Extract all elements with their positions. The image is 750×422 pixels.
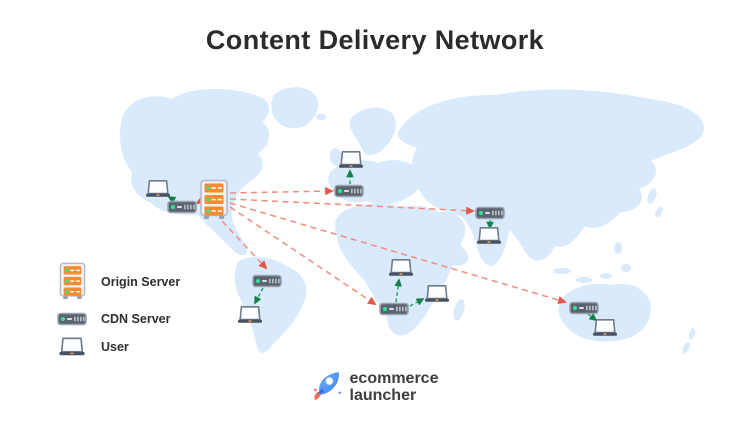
cdn-server-node: [569, 301, 599, 315]
user-node: [338, 151, 364, 169]
cdn-server-node: [334, 184, 364, 198]
origin-to-cdn-link: [221, 220, 268, 270]
legend-item-cdn-server: CDN Server: [55, 312, 180, 326]
cdn-server-node: [167, 200, 197, 214]
rocket-icon: [312, 368, 343, 407]
brand-name: ecommerce launcher: [349, 370, 439, 404]
user-node: [476, 227, 502, 245]
legend: Origin Server CDN Server User: [55, 262, 180, 357]
brand-logo: ecommerce launcher: [0, 368, 750, 407]
user-node: [145, 180, 171, 198]
cdn-server-node: [252, 274, 282, 288]
legend-label: CDN Server: [101, 312, 171, 326]
user-node: [424, 284, 450, 303]
page-title: Content Delivery Network: [205, 25, 545, 55]
map-continents: [120, 87, 704, 354]
origin-server-icon: [55, 262, 89, 301]
origin-server-node: [200, 179, 228, 220]
origin-to-cdn-link: [229, 198, 475, 215]
origin-to-cdn-link: [229, 206, 377, 306]
legend-item-user: User: [55, 337, 180, 357]
brand-name-line2: launcher: [349, 386, 417, 404]
brand-name-line1: ecommerce: [349, 370, 439, 388]
cdn-server-node: [379, 302, 409, 316]
cdn-to-user-link: [409, 298, 425, 307]
user-node: [592, 318, 618, 337]
origin-to-cdn-link: [229, 187, 334, 196]
cdn-to-user-link: [587, 313, 598, 322]
user-node: [388, 258, 414, 277]
legend-item-origin-server: Origin Server: [55, 262, 180, 301]
cdn-server-node: [475, 206, 505, 220]
cdn-to-user-link: [254, 287, 264, 305]
legend-label: Origin Server: [101, 274, 181, 289]
user-icon: [55, 337, 89, 357]
legend-label: User: [101, 340, 129, 354]
origin-to-cdn-link: [229, 202, 567, 304]
cdn-server-icon: [55, 312, 89, 326]
user-node: [237, 305, 263, 324]
